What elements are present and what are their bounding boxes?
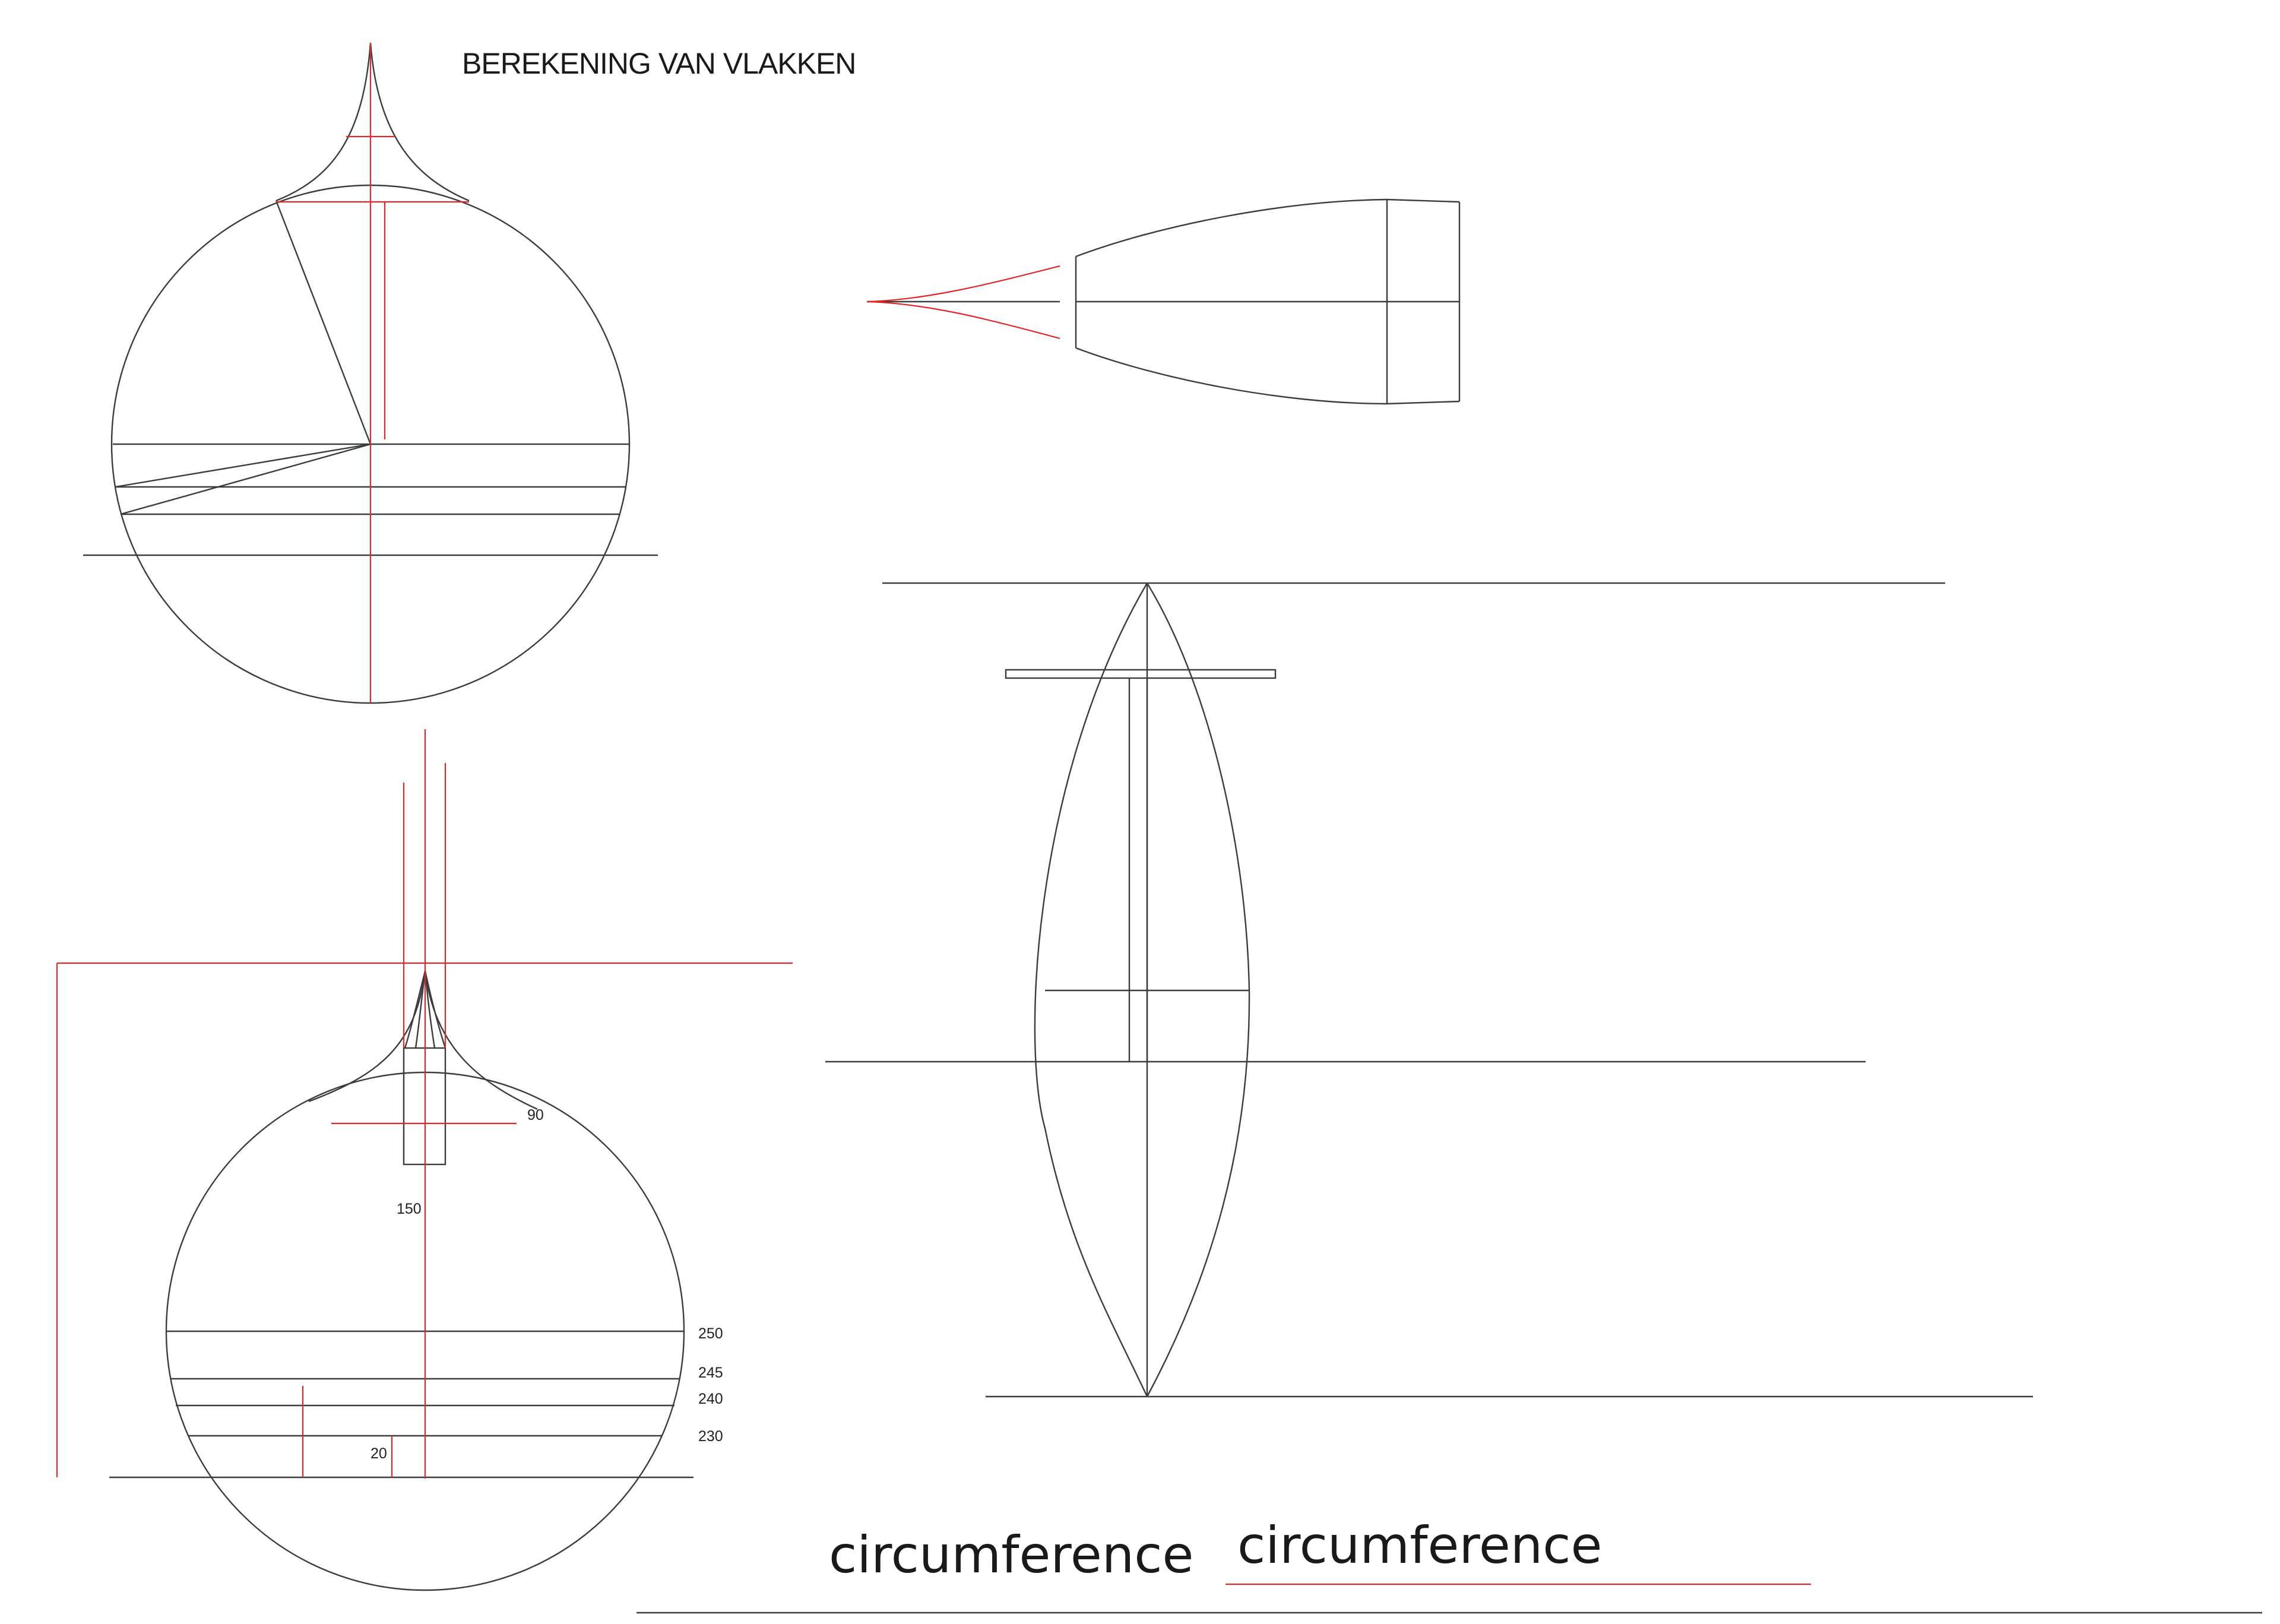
dome-finial-curve bbox=[276, 42, 470, 202]
flat-pattern-view bbox=[866, 198, 1461, 405]
gore-view bbox=[825, 582, 2033, 1398]
pattern-tip-curve-top bbox=[866, 265, 1060, 303]
dome2-finial-rib-4 bbox=[424, 970, 446, 1049]
dim-label-20: 20 bbox=[370, 1445, 387, 1462]
dim-label-240: 240 bbox=[698, 1391, 723, 1407]
gore-cap-plate bbox=[1005, 669, 1277, 679]
dome2-finial-rib-2 bbox=[414, 970, 426, 1049]
dome-diag-1 bbox=[115, 443, 371, 488]
dim-label-90: 90 bbox=[527, 1107, 544, 1123]
dome2-finial-rib-1 bbox=[404, 970, 426, 1049]
dim-label-250: 250 bbox=[698, 1325, 723, 1342]
dim-label-245: 245 bbox=[698, 1365, 723, 1381]
pattern-tip-curve-bottom bbox=[866, 300, 1060, 340]
dim-label-150: 150 bbox=[397, 1201, 422, 1217]
drawing-title: BEREKENING VAN VLAKKEN bbox=[462, 47, 856, 80]
dome-radius-line bbox=[275, 200, 372, 445]
gore-left-arc bbox=[1034, 583, 1148, 1397]
dome-diag-2 bbox=[120, 443, 371, 515]
circumference-label-right: circumference bbox=[1237, 1516, 1602, 1575]
dim-label-230: 230 bbox=[698, 1428, 723, 1445]
pattern-bottom-edge bbox=[1075, 347, 1460, 405]
pattern-top-edge bbox=[1075, 198, 1460, 258]
circumference-label-left: circumference bbox=[829, 1525, 1193, 1585]
dome2-finial-rib-3 bbox=[424, 970, 436, 1049]
dome-front-view bbox=[83, 42, 658, 704]
dome-dimension-view: 90 150 250 245 240 230 20 bbox=[56, 729, 793, 1591]
